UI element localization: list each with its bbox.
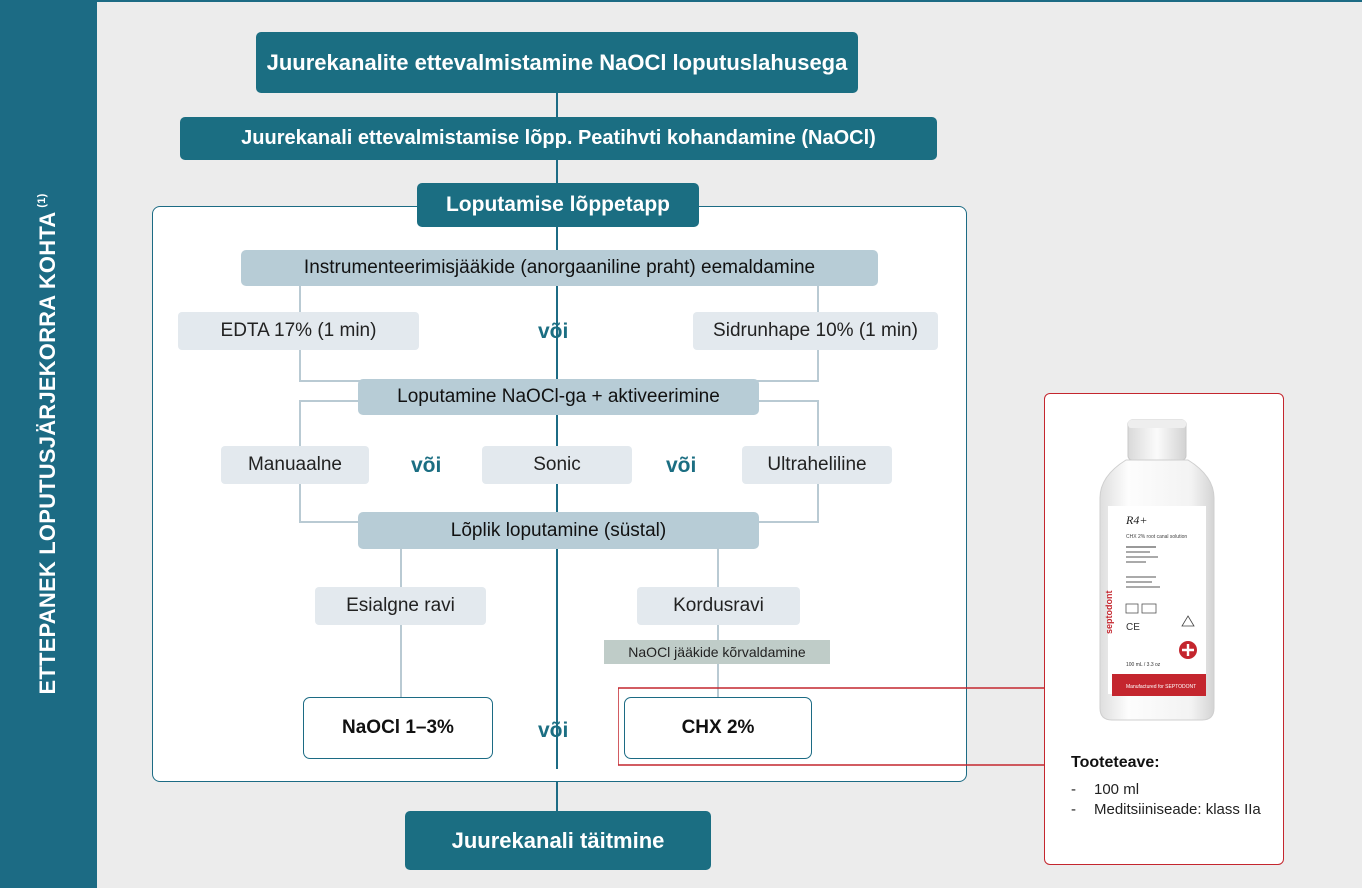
sidebar: [0, 0, 97, 888]
option-edta: EDTA 17% (1 min): [178, 312, 419, 350]
product-info-title: Tooteteave:: [1071, 754, 1160, 771]
option-retreatment: Kordusravi: [637, 587, 800, 625]
chx-bottle-image: septodont R4+ CHX 2% root canal solution…: [1099, 419, 1215, 721]
naocl-removal-note: NaOCl jääkide kõrvaldamine: [604, 640, 830, 664]
option-sonic: Sonic: [482, 446, 632, 484]
option-initial-treatment: Esialgne ravi: [315, 587, 486, 625]
or-label-4: või: [538, 719, 569, 742]
bottle-volume: 100 mL / 3.3 oz: [1126, 662, 1161, 668]
sidebar-footnote: (1): [35, 193, 48, 208]
step-root-canal-preparation: Juurekanalite ettevalmistamine NaOCl lop…: [256, 32, 858, 93]
step-debris-removal: Instrumenteerimisjääkide (anorgaaniline …: [241, 250, 878, 286]
or-label-3: või: [666, 454, 697, 477]
sidebar-title: ETTEPANEK LOPUTUSJÄRJEKORRA KOHTA (1): [35, 194, 61, 695]
product-callout-connector: [618, 687, 1044, 766]
bottle-line: CHX 2% root canal solution: [1126, 534, 1187, 540]
solution-naocl: NaOCl 1–3%: [303, 697, 493, 759]
option-ultrasonic: Ultraheliline: [742, 446, 892, 484]
or-label-1: või: [538, 320, 569, 343]
option-manual: Manuaalne: [221, 446, 369, 484]
product-info-list: 100 ml Meditsiiniseade: klass IIa: [1071, 780, 1276, 820]
final-rinse-frame: [152, 206, 967, 782]
or-label-2: või: [411, 454, 442, 477]
svg-text:CE: CE: [1126, 622, 1140, 633]
product-volume: 100 ml: [1071, 780, 1276, 800]
step-final-rinse-stage: Loputamise lõppetapp: [417, 183, 699, 227]
bottle-mfr: Manufactured for SEPTODONT: [1126, 684, 1196, 690]
top-border: [0, 0, 1362, 2]
bottle-side-text: septodont: [1104, 591, 1114, 635]
option-citric-acid: Sidrunhape 10% (1 min): [693, 312, 938, 350]
product-device-class: Meditsiiniseade: klass IIa: [1071, 800, 1276, 820]
sidebar-title-text: ETTEPANEK LOPUTUSJÄRJEKORRA KOHTA: [35, 211, 60, 695]
bottle-brand: R4+: [1125, 513, 1147, 527]
solution-chx: CHX 2%: [624, 697, 812, 759]
frame-flow-line: [556, 224, 558, 769]
step-preparation-end: Juurekanali ettevalmistamise lõpp. Peati…: [180, 117, 937, 160]
step-final-rinse-syringe: Lõplik loputamine (süstal): [358, 512, 759, 549]
step-rinse-activation: Loputamine NaOCl-ga + aktiveerimine: [358, 379, 759, 415]
step-root-canal-filling: Juurekanali täitmine: [405, 811, 711, 870]
